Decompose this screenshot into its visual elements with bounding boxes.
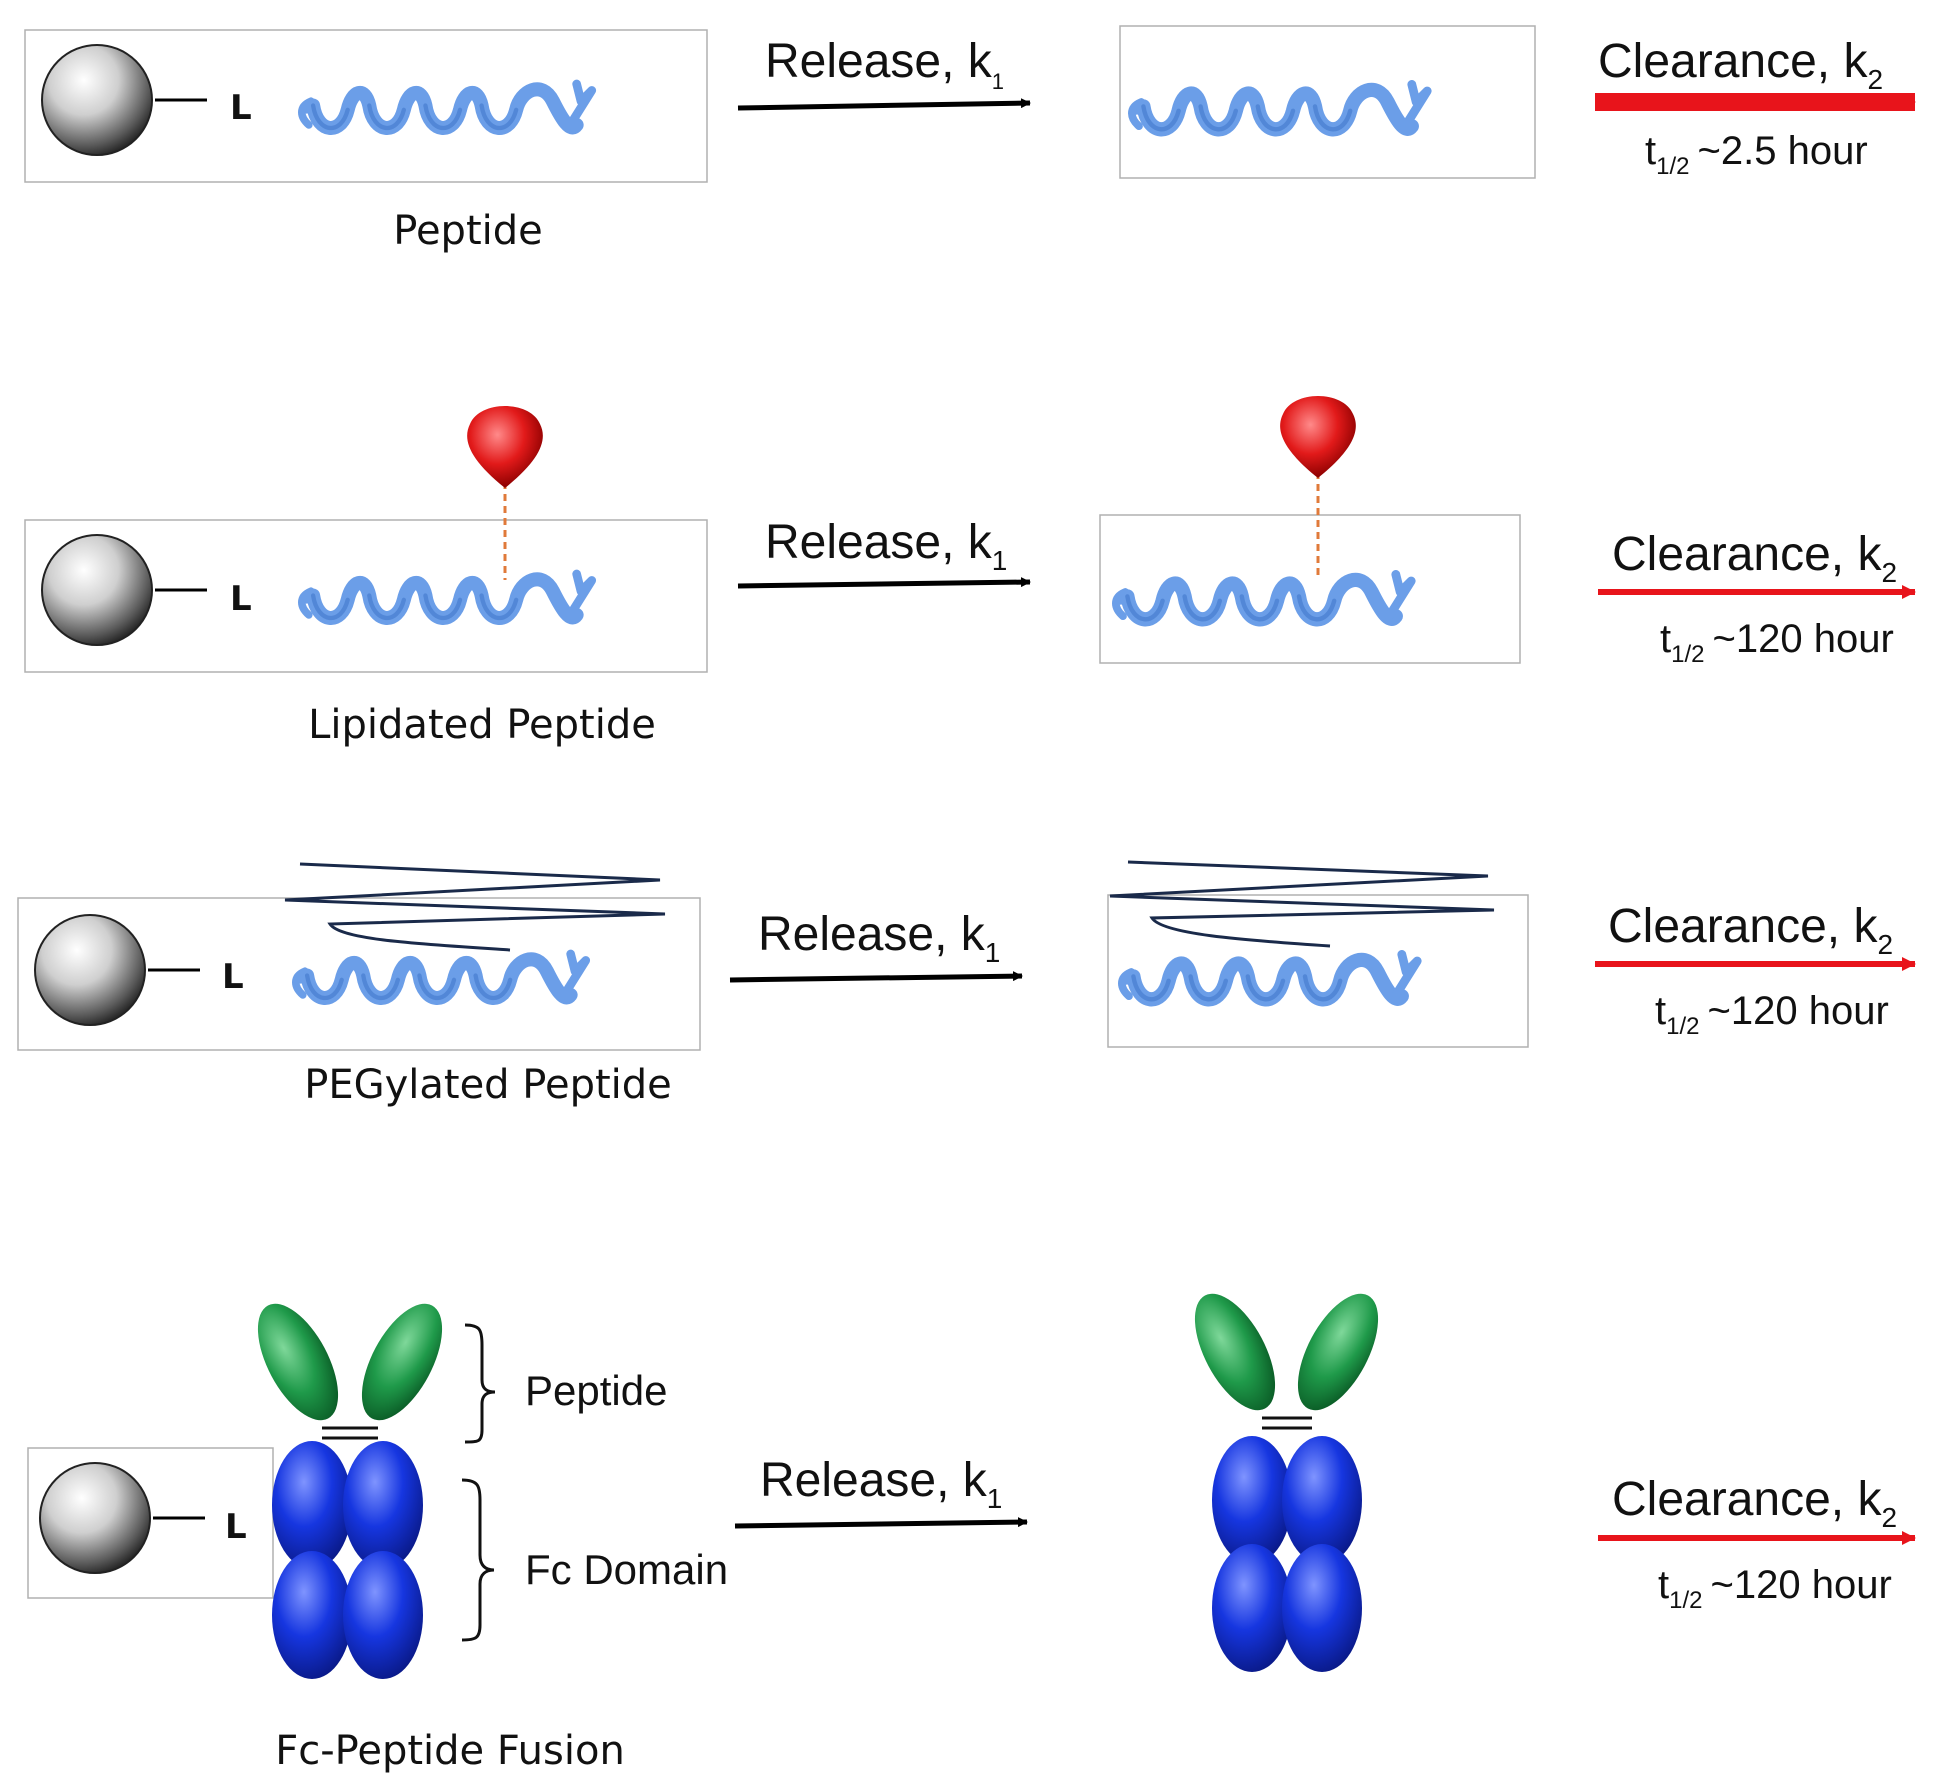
linker-label: L — [230, 579, 252, 619]
released-box — [1119, 25, 1536, 179]
helix-icon — [1116, 574, 1411, 619]
clearance-label: Clearance, k2 — [1612, 528, 1897, 588]
fc-fusion-molecule-icon — [1194, 1293, 1379, 1672]
released-box — [1107, 894, 1529, 1048]
bead-icon — [40, 533, 209, 647]
construct-label: Lipidated Peptide — [308, 702, 656, 748]
bracket-fc-label: Fc Domain — [525, 1546, 728, 1593]
helix-icon — [302, 574, 592, 618]
release-arrow — [729, 971, 1023, 983]
construct-label: PEGylated Peptide — [304, 1062, 672, 1108]
fc-domain-icon — [343, 1551, 423, 1679]
lipid-icon — [467, 406, 543, 488]
bracket-peptide-label: Peptide — [525, 1367, 667, 1414]
released-box — [1099, 514, 1521, 664]
fc-domain-icon — [272, 1551, 352, 1679]
conjugate-box — [27, 1447, 274, 1599]
fc-bracket — [461, 1478, 495, 1642]
helix-icon — [1122, 954, 1417, 999]
clearance-label: Clearance, k2 — [1598, 35, 1883, 95]
fc-fusion-molecule-icon — [257, 1303, 443, 1679]
row-pegylated-peptide: L PEGylated Peptide Release, k1 Clearanc… — [17, 860, 1916, 1108]
row-peptide: L Peptide Release, k1 Clearance, k2 t1/2… — [24, 25, 1916, 254]
peptide-domain-icon — [1297, 1293, 1379, 1411]
helix-icon — [1132, 84, 1427, 129]
conjugate-box — [24, 29, 708, 183]
fc-domain-icon — [343, 1441, 423, 1569]
half-life-label: t1/2~120 hour — [1660, 617, 1894, 668]
release-label: Release, k1 — [758, 908, 1000, 968]
peptide-domain-icon — [1194, 1293, 1276, 1411]
peptide-bracket — [464, 1323, 496, 1444]
release-arrow — [737, 98, 1031, 111]
linker-label: L — [222, 957, 244, 997]
fc-domain-icon — [1282, 1544, 1362, 1672]
helix-icon — [296, 954, 586, 998]
fc-domain-icon — [1282, 1436, 1362, 1564]
linker-label: L — [230, 88, 252, 128]
half-life-label: t1/2~120 hour — [1655, 989, 1889, 1040]
fc-domain-icon — [1212, 1544, 1292, 1672]
row-fc-peptide-fusion: L Peptide Fc Domain Fc-Peptide Fusion Re… — [27, 1293, 1916, 1774]
conjugate-box — [24, 519, 708, 673]
clearance-label: Clearance, k2 — [1608, 900, 1893, 960]
lipid-icon — [1280, 396, 1356, 478]
conjugate-box — [17, 897, 701, 1051]
fc-domain-icon — [1212, 1436, 1292, 1564]
release-label: Release, k1 — [765, 516, 1007, 576]
bead-icon — [38, 1461, 207, 1575]
bead-icon — [40, 43, 209, 157]
release-label: Release, k1 — [760, 1454, 1002, 1514]
half-life-label: t1/2~120 hour — [1658, 1563, 1892, 1614]
half-life-label: t1/2~2.5 hour — [1645, 129, 1868, 180]
construct-label: Peptide — [393, 208, 543, 254]
peptide-domain-icon — [361, 1303, 443, 1421]
peptide-domain-icon — [257, 1303, 339, 1421]
construct-label: Fc-Peptide Fusion — [275, 1728, 625, 1774]
helix-icon — [302, 84, 592, 128]
clearance-label: Clearance, k2 — [1612, 1473, 1897, 1533]
row-lipidated-peptide: L Lipidated Peptide Release, k1 Clearanc… — [24, 396, 1916, 748]
release-arrow — [737, 577, 1031, 589]
release-arrow — [734, 1517, 1028, 1529]
bead-icon — [33, 913, 202, 1027]
release-label: Release, k1 — [765, 35, 1004, 94]
fc-domain-icon — [272, 1441, 352, 1569]
peg-chain-icon — [284, 862, 666, 952]
linker-label: L — [225, 1507, 247, 1547]
peg-chain-icon — [1109, 860, 1495, 948]
